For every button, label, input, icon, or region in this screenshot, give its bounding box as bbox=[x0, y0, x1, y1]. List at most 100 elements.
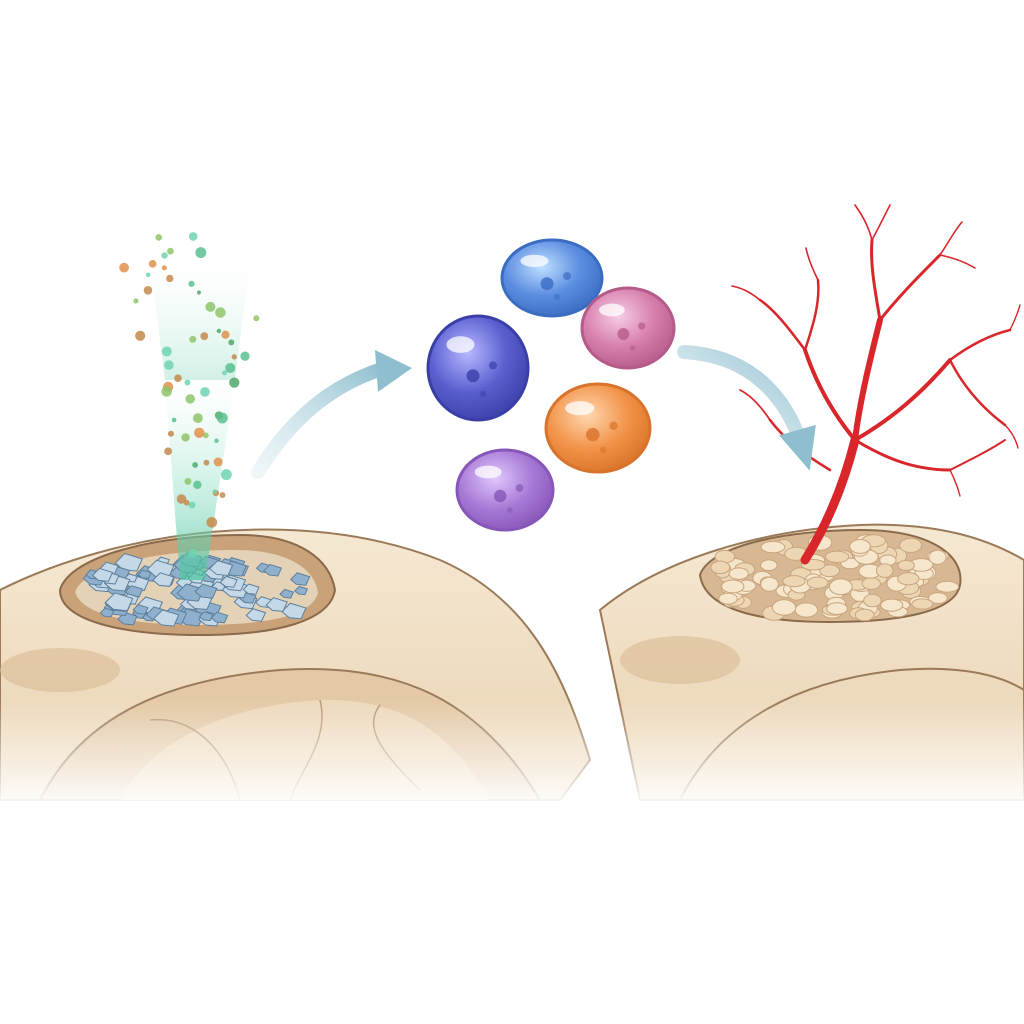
nodule bbox=[760, 576, 779, 592]
particle bbox=[133, 298, 139, 304]
nodule bbox=[819, 564, 841, 578]
nodule bbox=[794, 602, 819, 618]
particle bbox=[194, 427, 205, 438]
particle bbox=[219, 492, 226, 499]
granule bbox=[146, 559, 175, 579]
nodule bbox=[854, 608, 875, 622]
granule bbox=[242, 583, 260, 595]
cell-cluster bbox=[426, 238, 676, 532]
nodule bbox=[728, 567, 749, 580]
particle bbox=[229, 377, 240, 388]
granule bbox=[137, 569, 152, 580]
nodule bbox=[760, 559, 778, 571]
particle bbox=[176, 494, 187, 504]
particle bbox=[161, 252, 168, 259]
nodule bbox=[928, 592, 948, 604]
nodule bbox=[861, 577, 881, 590]
particle bbox=[183, 499, 190, 506]
particle bbox=[203, 459, 210, 466]
nodule bbox=[771, 599, 797, 616]
nodule bbox=[710, 560, 731, 575]
granule bbox=[289, 572, 311, 586]
spray-particles bbox=[119, 232, 260, 558]
particle bbox=[222, 370, 228, 376]
particle bbox=[166, 274, 174, 283]
particle bbox=[212, 489, 217, 494]
particle bbox=[193, 480, 202, 490]
nodule bbox=[935, 580, 960, 593]
nodule bbox=[718, 592, 738, 605]
cell-blue bbox=[500, 238, 604, 318]
particle bbox=[188, 501, 196, 509]
new-bone-nodules bbox=[710, 534, 960, 622]
nodule bbox=[826, 602, 848, 615]
particle bbox=[221, 330, 230, 339]
nodule bbox=[824, 550, 850, 563]
particle bbox=[145, 272, 151, 278]
nodule bbox=[828, 578, 853, 596]
particle bbox=[193, 413, 203, 424]
particle bbox=[174, 374, 182, 383]
particle bbox=[189, 335, 197, 343]
particle bbox=[216, 412, 228, 424]
granule bbox=[99, 607, 115, 618]
granule bbox=[265, 597, 288, 612]
particle bbox=[253, 315, 260, 322]
spray-plume bbox=[150, 260, 250, 580]
particle bbox=[220, 469, 232, 481]
particle bbox=[185, 394, 196, 404]
cell-violet bbox=[455, 448, 555, 532]
particle bbox=[135, 330, 146, 341]
nodule bbox=[897, 559, 915, 571]
granule bbox=[279, 588, 295, 599]
granule bbox=[152, 572, 175, 587]
particle bbox=[216, 328, 222, 334]
particle bbox=[171, 417, 177, 423]
granule bbox=[281, 602, 307, 620]
particle bbox=[161, 265, 167, 271]
granule bbox=[132, 604, 149, 615]
cell-orange bbox=[544, 382, 652, 474]
nodule bbox=[897, 572, 920, 586]
granule bbox=[198, 611, 214, 622]
particle bbox=[196, 290, 202, 295]
particle bbox=[215, 307, 226, 318]
particle bbox=[228, 339, 235, 346]
granule bbox=[91, 567, 114, 582]
granule bbox=[294, 585, 309, 596]
nodule bbox=[721, 579, 745, 594]
particle bbox=[203, 432, 209, 439]
particle bbox=[164, 360, 174, 370]
particle bbox=[148, 260, 157, 268]
nodule bbox=[911, 598, 934, 610]
nodule bbox=[760, 540, 786, 554]
particle bbox=[192, 462, 198, 468]
particle bbox=[167, 247, 174, 255]
particle bbox=[167, 430, 174, 437]
curved-arrow-icon bbox=[251, 350, 412, 479]
curved-arrow-icon bbox=[677, 345, 816, 471]
nodule bbox=[880, 598, 904, 612]
particle bbox=[195, 247, 207, 259]
particle bbox=[225, 362, 236, 374]
granule bbox=[245, 608, 267, 622]
particle bbox=[184, 477, 192, 485]
nodule bbox=[928, 549, 947, 565]
nodule bbox=[899, 537, 923, 553]
granule bbox=[210, 611, 229, 624]
particle bbox=[184, 379, 191, 386]
particle bbox=[200, 387, 210, 397]
particle bbox=[161, 346, 172, 357]
granule bbox=[208, 560, 234, 577]
granule bbox=[153, 609, 180, 627]
particle bbox=[213, 457, 223, 467]
particle bbox=[188, 280, 195, 287]
granule bbox=[219, 575, 238, 588]
granule bbox=[104, 592, 134, 612]
particle bbox=[155, 234, 163, 241]
cell-pink bbox=[580, 286, 676, 370]
particle bbox=[240, 351, 250, 361]
cell-indigo bbox=[426, 314, 530, 422]
